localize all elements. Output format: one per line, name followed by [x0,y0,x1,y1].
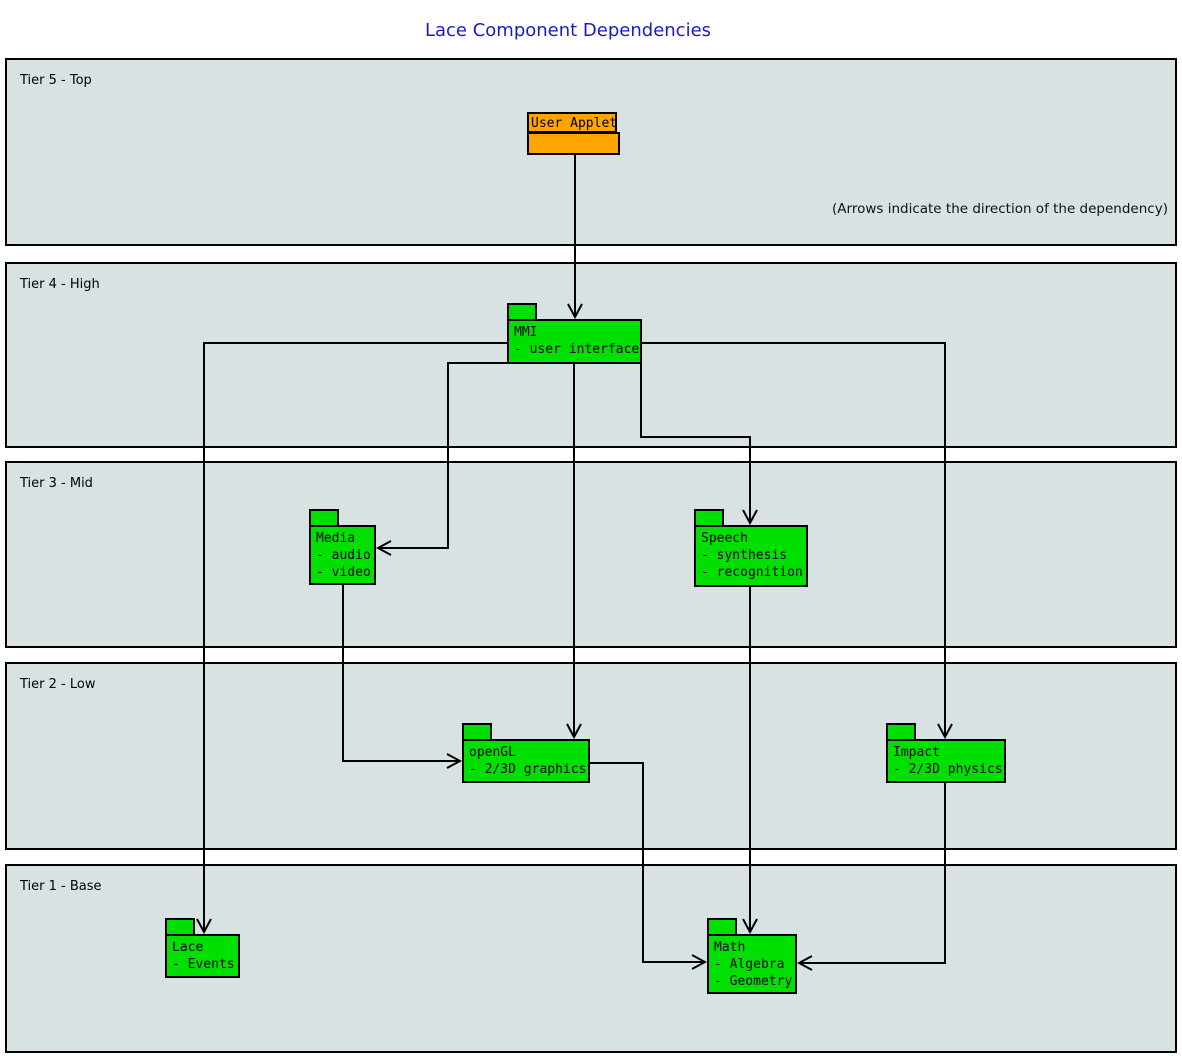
dependency-note: (Arrows indicate the direction of the de… [832,201,1168,217]
node-opengl-desc: - 2/3D graphics [469,762,587,777]
node-user-applet: User Applet [527,112,620,155]
edge-media-to-opengl [342,585,460,761]
node-lace: Lace - Events [165,918,240,978]
node-math-desc: - Geometry [714,974,793,989]
node-opengl: openGL - 2/3D graphics [462,723,590,783]
tier-2-label: Tier 2 - Low [20,677,96,692]
node-impact-name: Impact [893,745,940,760]
tier-1-label: Tier 1 - Base [20,879,102,894]
tier-5-label: Tier 5 - Top [20,73,92,88]
tier-3-band: Tier 3 - Mid [5,461,1177,648]
node-speech-desc: - synthesis [701,548,788,563]
node-mmi-desc: - user interface [514,342,640,357]
node-media-name: Media [316,531,356,546]
node-media-desc: - video [316,565,371,580]
edge-opengl-to-math [590,762,705,962]
node-speech: Speech - synthesis - recognition [694,509,808,587]
node-impact-desc: - 2/3D physics [893,762,1003,777]
node-media-desc: - audio [316,548,371,563]
node-math-name: Math [714,940,746,955]
edge-mmi-to-lace [204,342,507,932]
node-lace-desc: - Events [172,957,235,972]
tier-3-label: Tier 3 - Mid [20,476,93,491]
edge-mmi-to-impact [642,342,945,737]
tier-4-label: Tier 4 - High [20,277,100,292]
node-math-desc: - Algebra [714,957,785,972]
tier-2-band: Tier 2 - Low [5,662,1177,850]
user-applet-body [527,132,620,155]
node-mmi-name: MMI [514,325,538,340]
edge-mmi-to-media [378,362,507,548]
node-speech-desc: - recognition [701,565,803,580]
node-math: Math - Algebra - Geometry [707,918,797,994]
node-opengl-name: openGL [469,745,516,760]
user-applet-label: User Applet [527,112,617,133]
edge-mmi-to-speech [640,364,750,523]
node-mmi: MMI - user interface [507,303,642,364]
diagram-title: Lace Component Dependencies [424,20,712,41]
node-speech-name: Speech [701,531,748,546]
edge-impact-to-math [799,783,946,963]
node-lace-name: Lace [172,940,204,955]
node-media: Media - audio - video [309,509,376,585]
node-impact: Impact - 2/3D physics [886,723,1006,783]
